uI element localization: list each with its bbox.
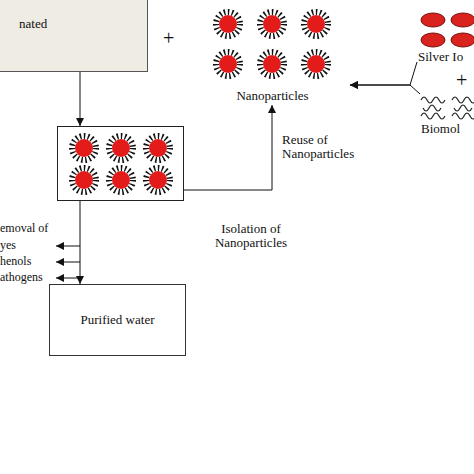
silver-ion: [451, 13, 474, 27]
reagent-group: Biomol: [419, 92, 474, 136]
silver-ion: [421, 33, 445, 47]
reagent-group: Silver Io: [415, 8, 474, 66]
nanoparticle: [216, 52, 240, 76]
node-text: nated: [19, 17, 47, 31]
nanoparticle: [109, 168, 133, 192]
nanoparticle: [304, 52, 328, 76]
removal-arrow: [56, 278, 80, 279]
nanoparticle: [260, 12, 284, 36]
node-text: Purified water: [80, 313, 154, 327]
nanoparticle: [109, 136, 133, 160]
flow-arrow: [350, 62, 417, 85]
mixture-box: [57, 126, 184, 201]
node-text: Silver Io: [418, 50, 463, 64]
flow-arrow: [350, 85, 420, 94]
flow-arrow: [184, 105, 272, 190]
plus-sign: +: [163, 28, 183, 49]
nanoparticle: [72, 136, 96, 160]
removal-arrow: [56, 246, 80, 247]
removal-label: emoval of: [0, 222, 70, 235]
input-box: nated: [0, 0, 148, 72]
step-label: Isolation of Nanoparticles: [205, 222, 297, 250]
removal-label: yes: [0, 239, 50, 252]
step-label: Reuse of Nanoparticles: [282, 133, 364, 161]
removal-label: henols: [0, 255, 50, 268]
flow-arrow: [80, 201, 81, 284]
nanoparticle: [304, 12, 328, 36]
node-text: Biomol: [421, 122, 460, 136]
removal-label: athogens: [0, 271, 55, 284]
silver-ion: [451, 33, 474, 47]
plus-sign: +: [456, 70, 474, 91]
nanoparticle: [260, 52, 284, 76]
removal-arrow: [56, 262, 80, 263]
nanoparticle: [146, 136, 170, 160]
nanoparticle: [146, 168, 170, 192]
particle-group: Nanoparticles: [205, 4, 340, 105]
nanoparticle: [72, 168, 96, 192]
silver-ion: [421, 13, 445, 27]
output-box: Purified water: [49, 284, 186, 356]
biomolecule: [421, 97, 474, 119]
node-text: Nanoparticles: [236, 89, 308, 103]
nanoparticle: [216, 12, 240, 36]
flow-arrow: [80, 72, 81, 126]
